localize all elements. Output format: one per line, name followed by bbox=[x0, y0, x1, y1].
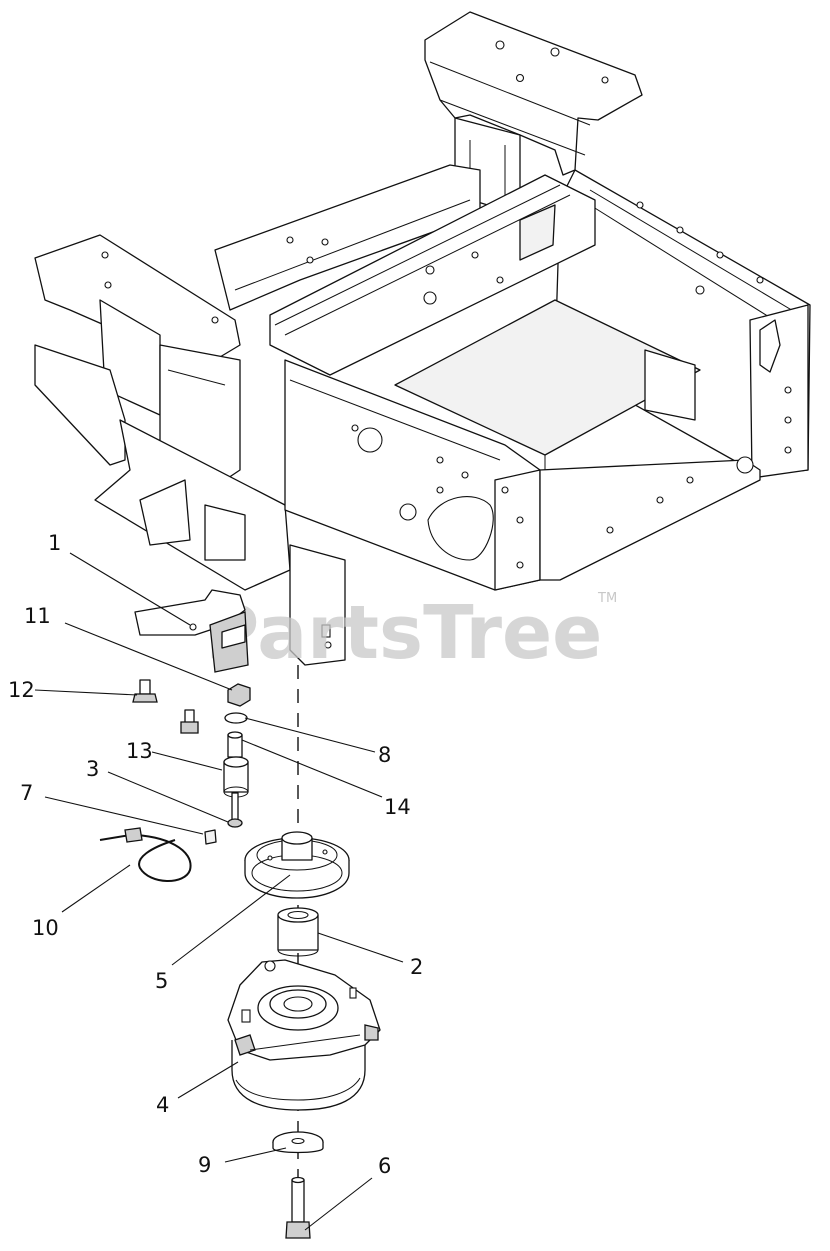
electric-clutch-part bbox=[227, 959, 381, 1111]
callout-12: 12 bbox=[8, 678, 35, 702]
callout-11: 11 bbox=[24, 604, 51, 628]
callout-3: 3 bbox=[86, 757, 99, 781]
leader-lines bbox=[34, 552, 404, 1231]
callout-13: 13 bbox=[126, 739, 153, 763]
callout-4: 4 bbox=[156, 1093, 169, 1117]
callout-6: 6 bbox=[378, 1154, 391, 1178]
watermark-trademark: TM bbox=[597, 591, 617, 606]
spacer-sleeve-part bbox=[277, 907, 319, 957]
watermark-text: PartsTree bbox=[205, 590, 602, 676]
callout-2: 2 bbox=[410, 955, 423, 979]
callout-9: 9 bbox=[198, 1153, 211, 1177]
callout-7: 7 bbox=[20, 781, 33, 805]
nut-part bbox=[227, 683, 251, 707]
bushing-part bbox=[223, 756, 249, 798]
pin-part bbox=[227, 792, 243, 828]
cable-tie-part bbox=[99, 827, 192, 882]
callout-1: 1 bbox=[48, 531, 61, 555]
stud-part bbox=[180, 709, 199, 734]
callout-14: 14 bbox=[384, 795, 411, 819]
bracket-part bbox=[134, 589, 249, 673]
callout-10: 10 bbox=[32, 916, 59, 940]
pulley-part bbox=[244, 831, 350, 899]
small-spacer-part bbox=[227, 731, 243, 758]
callout-labels: 1 11 12 13 8 3 14 7 10 5 2 4 9 6 bbox=[8, 531, 423, 1178]
washer-part bbox=[224, 712, 248, 724]
bolt-part bbox=[132, 679, 158, 703]
clip-part bbox=[204, 829, 217, 845]
chassis-frame bbox=[34, 11, 811, 666]
long-bolt-part bbox=[285, 1176, 311, 1239]
flat-washer-part bbox=[272, 1131, 324, 1154]
callout-5: 5 bbox=[155, 969, 168, 993]
callout-8: 8 bbox=[378, 743, 391, 767]
